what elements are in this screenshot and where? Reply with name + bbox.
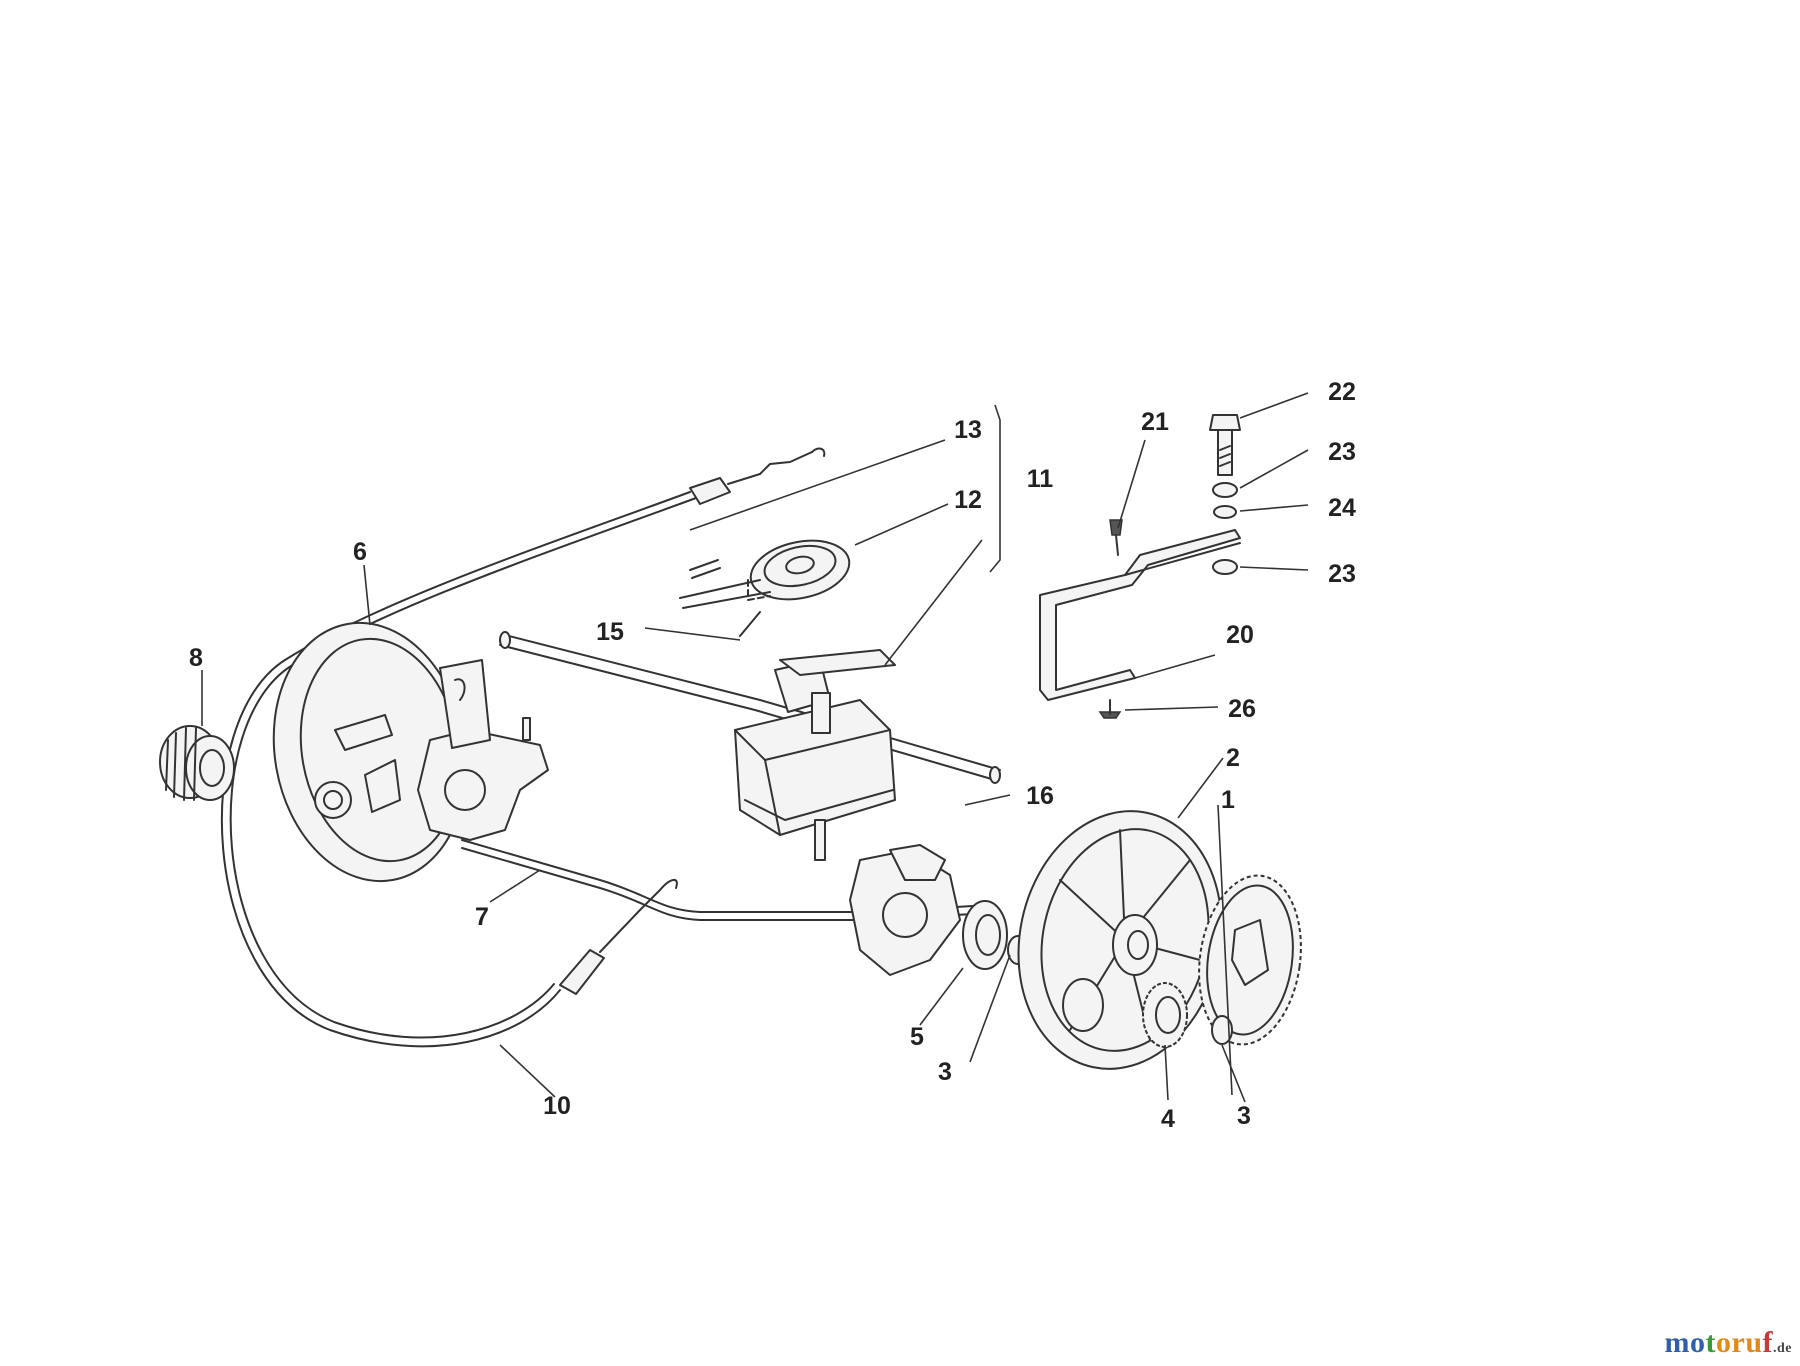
callout-6: 6 xyxy=(353,538,367,566)
gear-8-drawing xyxy=(159,725,235,801)
watermark-tld: .de xyxy=(1773,1341,1792,1356)
callout-12: 12 xyxy=(954,486,982,514)
callout-20: 20 xyxy=(1226,621,1254,649)
handle-20-drawing xyxy=(1039,519,1241,719)
callout-23-bottom: 23 xyxy=(1328,560,1356,588)
callout-15: 15 xyxy=(596,618,624,646)
watermark-part-2: t xyxy=(1705,1326,1716,1359)
callout-2: 2 xyxy=(1226,744,1240,772)
watermark-part-3: oru xyxy=(1716,1326,1763,1359)
axle-7-drawing xyxy=(461,839,991,921)
callout-11: 11 xyxy=(1027,465,1054,493)
callout-3-left: 3 xyxy=(938,1058,952,1086)
leader-lines xyxy=(201,392,1309,1103)
callout-8: 8 xyxy=(189,644,203,672)
pinion-4-drawing xyxy=(1142,982,1233,1048)
watermark-part-4: f xyxy=(1762,1326,1773,1359)
callout-10: 10 xyxy=(543,1092,571,1120)
callout-5: 5 xyxy=(910,1023,924,1051)
callout-4: 4 xyxy=(1161,1105,1175,1133)
gearbox-drawing xyxy=(734,649,896,861)
callout-13: 13 xyxy=(954,416,982,444)
gear-1-drawing xyxy=(1198,874,1302,1046)
left-bracket-drawing xyxy=(417,659,549,841)
pulley-12-drawing xyxy=(679,539,851,637)
disc-6-drawing xyxy=(272,621,468,883)
callout-7: 7 xyxy=(475,903,489,931)
callout-3-right: 3 xyxy=(1237,1102,1251,1130)
callout-21: 21 xyxy=(1141,408,1169,436)
site-watermark-logo: motoruf.de xyxy=(1665,1326,1793,1360)
callout-16: 16 xyxy=(1026,782,1054,810)
callout-22: 22 xyxy=(1328,378,1356,406)
callout-26: 26 xyxy=(1228,695,1256,723)
right-bracket-drawing xyxy=(849,844,1029,976)
callout-1: 1 xyxy=(1221,786,1235,814)
callout-24: 24 xyxy=(1328,494,1356,522)
watermark-part-1: mo xyxy=(1664,1326,1706,1359)
callout-23-top: 23 xyxy=(1328,438,1356,466)
cable-drawing xyxy=(220,447,826,1048)
shaft-15-drawing xyxy=(499,631,1001,784)
bolt-22-drawing xyxy=(1209,414,1241,575)
